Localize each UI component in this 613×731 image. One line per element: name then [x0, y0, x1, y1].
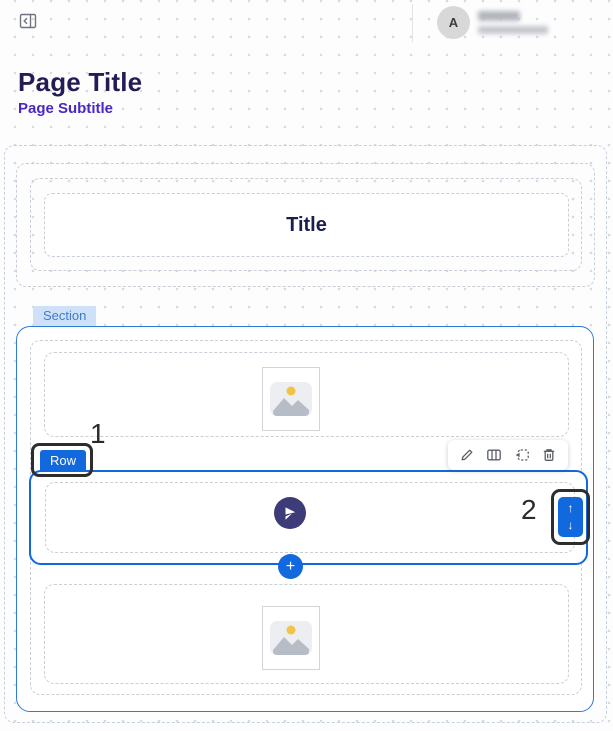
image-placeholder-icon [270, 621, 312, 655]
row-selected[interactable] [29, 470, 588, 565]
avatar[interactable]: A [437, 6, 470, 39]
move-up-icon[interactable]: ↑ [567, 501, 574, 516]
title-section[interactable] [16, 163, 595, 287]
annotation-number-1: 1 [90, 418, 106, 449]
edit-icon[interactable] [459, 447, 475, 463]
image-widget-bottom[interactable] [262, 606, 320, 670]
image-placeholder-icon [270, 382, 312, 416]
page-canvas-container[interactable] [4, 145, 607, 723]
annotation-number-2: 2 [521, 494, 537, 525]
page-subtitle: Page Subtitle [18, 100, 114, 117]
user-name-redacted [478, 11, 520, 21]
row-selected-cell[interactable] [45, 482, 575, 553]
row-top[interactable] [44, 352, 569, 437]
title-widget[interactable]: Title [44, 193, 569, 257]
row-logo-button[interactable] [274, 497, 306, 529]
add-row-button[interactable]: + [278, 554, 303, 579]
annotation-box-1 [31, 443, 93, 477]
section-label[interactable]: Section [33, 306, 97, 326]
move-row-control[interactable]: ↑ ↓ [558, 497, 583, 537]
send-arrow-icon [285, 507, 296, 520]
row-label[interactable]: Row [40, 450, 87, 472]
row-bottom[interactable] [44, 584, 569, 684]
image-widget-top[interactable] [262, 367, 320, 431]
annotation-box-2 [551, 489, 590, 545]
title-widget-text: Title [286, 213, 327, 236]
columns-icon[interactable] [486, 447, 502, 463]
page-title: Page Title [18, 67, 143, 97]
move-down-icon[interactable]: ↓ [567, 518, 574, 532]
duplicate-icon[interactable] [514, 447, 530, 463]
header-divider [412, 4, 413, 42]
row-toolbar [448, 440, 568, 470]
plus-icon: + [285, 557, 296, 575]
avatar-initial: A [448, 15, 459, 30]
trash-icon[interactable] [541, 447, 557, 463]
sidebar-collapse-icon[interactable] [19, 12, 37, 30]
user-email-redacted [478, 26, 548, 34]
title-row[interactable] [30, 178, 582, 271]
